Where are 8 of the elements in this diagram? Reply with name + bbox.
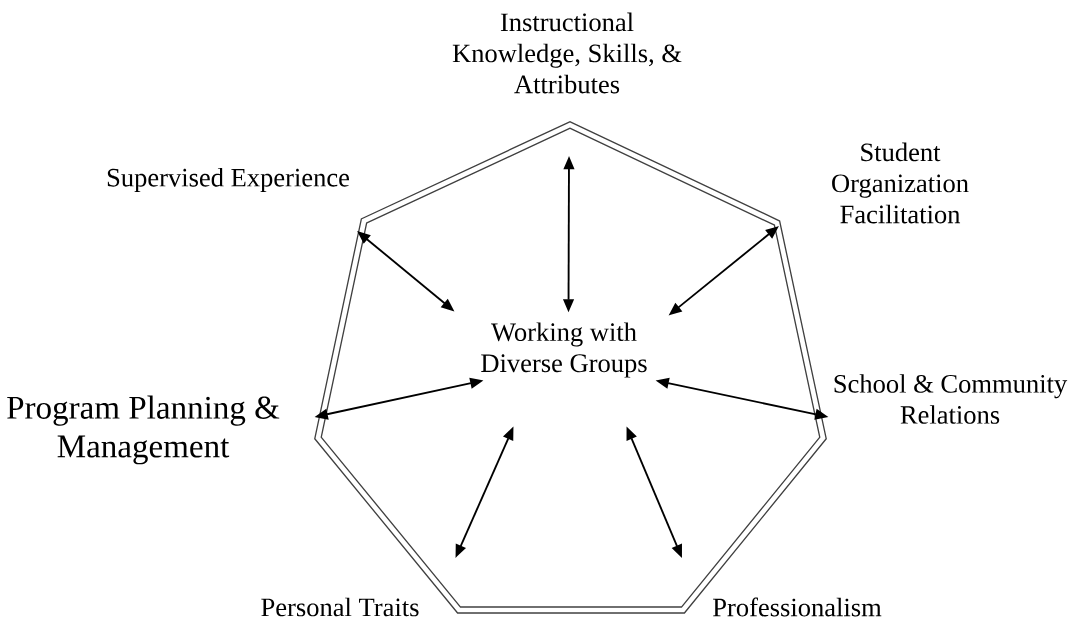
label-text: Supervised Experience — [107, 167, 349, 192]
label-text: Working with Diverse Groups — [481, 322, 647, 378]
label-text: Personal Traits — [261, 597, 419, 617]
label-text: Program Planning & Management — [7, 395, 280, 465]
label-text: Professionalism — [713, 597, 882, 617]
label-text: School & Community Relations — [834, 374, 1068, 424]
label-text: Student Organization Facilitation — [832, 142, 969, 224]
label-text: Instructional Knowledge, Skills, & Attributes — [452, 12, 682, 94]
